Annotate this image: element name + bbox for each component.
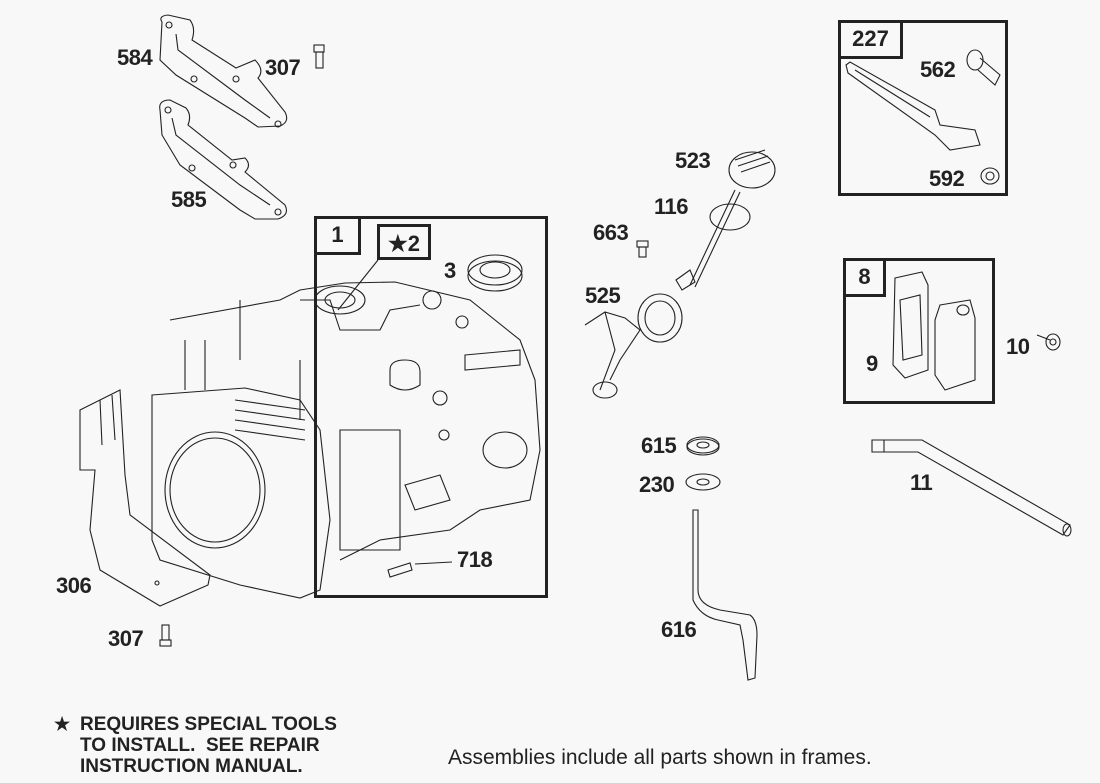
dipstick-tube-525-drawing: [584, 293, 683, 399]
part-label-230: 230: [639, 472, 675, 497]
part-label-3: 3: [444, 258, 456, 283]
rod-616-drawing: [692, 509, 758, 681]
lever-227-drawing: [845, 61, 981, 151]
part-label-116: 116: [654, 194, 689, 219]
part-label-663: 663: [593, 220, 629, 245]
screw-10-drawing: [1036, 333, 1061, 351]
screw-307-bottom-drawing: [159, 624, 172, 647]
part-label-562: 562: [920, 57, 956, 82]
part-label-584: 584: [117, 45, 153, 70]
seal-3-drawing: [467, 254, 523, 292]
part-label-718: 718: [457, 547, 493, 572]
leader-line-2: [337, 259, 379, 311]
nut-592-drawing: [980, 167, 1000, 185]
star-icon: ★: [54, 714, 71, 734]
part-label-10: 10: [1006, 334, 1030, 359]
short-block-frame: 1: [314, 216, 548, 598]
note-line-3: INSTRUCTION MANUAL.: [80, 756, 303, 777]
screw-307-top-drawing: [313, 44, 325, 69]
frame-tag-1: 1: [317, 219, 361, 255]
gasket-9-drawing: [892, 271, 929, 379]
bolt-562-drawing: [966, 49, 1001, 86]
part-label-615: 615: [641, 433, 677, 458]
part-label-306: 306: [56, 573, 92, 598]
part-label-307-bottom: 307: [108, 626, 144, 651]
frame-tag-2: ★2: [388, 231, 420, 256]
baffle-306-drawing: [79, 389, 211, 607]
frame-tag-227: 227: [841, 23, 903, 59]
part-label-616: 616: [661, 617, 697, 642]
note-line-1: REQUIRES SPECIAL TOOLS: [80, 714, 337, 735]
part-label-307-top: 307: [265, 55, 301, 80]
part-label-585: 585: [171, 187, 207, 212]
lever-assembly-frame: 227: [838, 20, 1008, 196]
gasket-585-drawing: [159, 99, 287, 220]
part-label-9: 9: [866, 351, 878, 376]
dipstick-cap-523-drawing: [675, 149, 776, 291]
gasket-584-drawing: [159, 14, 288, 128]
washer-230-drawing: [685, 473, 721, 491]
frame-tag-8: 8: [846, 261, 886, 297]
part-label-525: 525: [585, 283, 621, 308]
note-line-2: TO INSTALL. SEE REPAIR: [80, 735, 320, 756]
dowel-718-drawing: [387, 561, 453, 578]
part-label-11: 11: [910, 470, 933, 495]
gasket-kit-frame: 8: [843, 258, 995, 404]
sub-frame-2: ★2: [377, 224, 431, 260]
part-label-523: 523: [675, 148, 711, 173]
screw-663-drawing: [636, 240, 649, 258]
assemblies-note: Assemblies include all parts shown in fr…: [448, 746, 872, 769]
cylinder-block-drawing: [151, 281, 541, 599]
tube-11-drawing: [871, 439, 1072, 537]
special-tools-note: ★ REQUIRES SPECIAL TOOLS TO INSTALL. SEE…: [54, 714, 337, 777]
cover-8-drawing: [934, 299, 976, 391]
part-label-592: 592: [929, 166, 965, 191]
washer-615-drawing: [686, 436, 720, 456]
